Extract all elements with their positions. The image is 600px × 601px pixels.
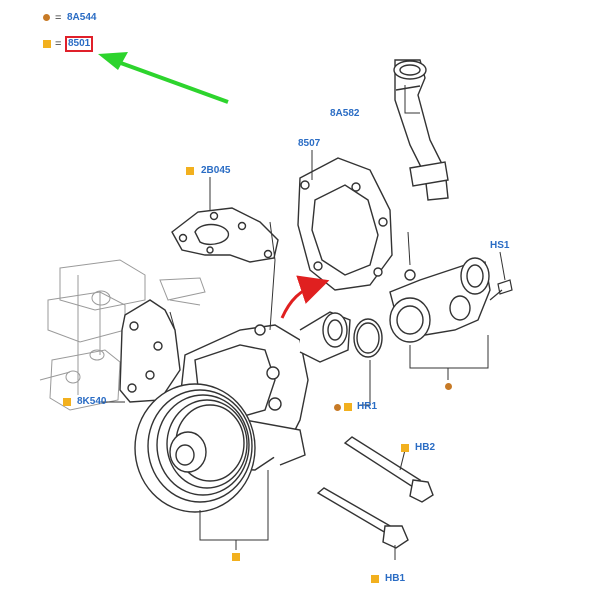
bolt-hb2-part [343,436,434,503]
coolant-hose-part [393,59,449,201]
legend-equals-square: = [55,38,62,50]
small-gasket-part [171,207,279,263]
callout-hs1: HS1 [490,240,510,251]
callout-8507: 8507 [298,138,321,149]
orange-square-icon [43,40,51,48]
orange-square-icon [232,553,240,561]
orange-circle-icon [334,404,341,411]
orange-square-icon [344,403,352,411]
o-ring-part [353,318,383,358]
callout-2b045: 2B045 [201,165,231,176]
callout-hb2: HB2 [415,442,436,453]
legend-square-code-highlighted: 8501 [65,36,94,52]
bracket-part [119,299,181,403]
callout-hb1: HB1 [385,573,406,584]
stud-part [489,279,513,301]
callout-hr1: HR1 [357,401,378,412]
callout-8k540: 8K540 [77,396,107,407]
orange-circle-icon [43,14,50,21]
leader-lines [100,85,506,560]
orange-square-icon [371,575,379,583]
large-gasket-part [297,157,393,291]
callout-8a582: 8A582 [330,108,360,119]
outlet-housing-part [389,257,491,343]
legend-circle-code: 8A544 [67,12,97,23]
orange-square-icon [401,444,409,452]
orange-square-icon [63,398,71,406]
pointer-arrow [98,52,229,104]
pump-pulley [134,383,256,513]
engine-block-outline [39,259,206,411]
legend-equals-circle: = [55,12,62,24]
fitting-direction-arrow [280,275,330,319]
orange-circle-icon [445,383,452,390]
orange-square-icon [186,167,194,175]
bolt-hb1-part [316,487,409,549]
